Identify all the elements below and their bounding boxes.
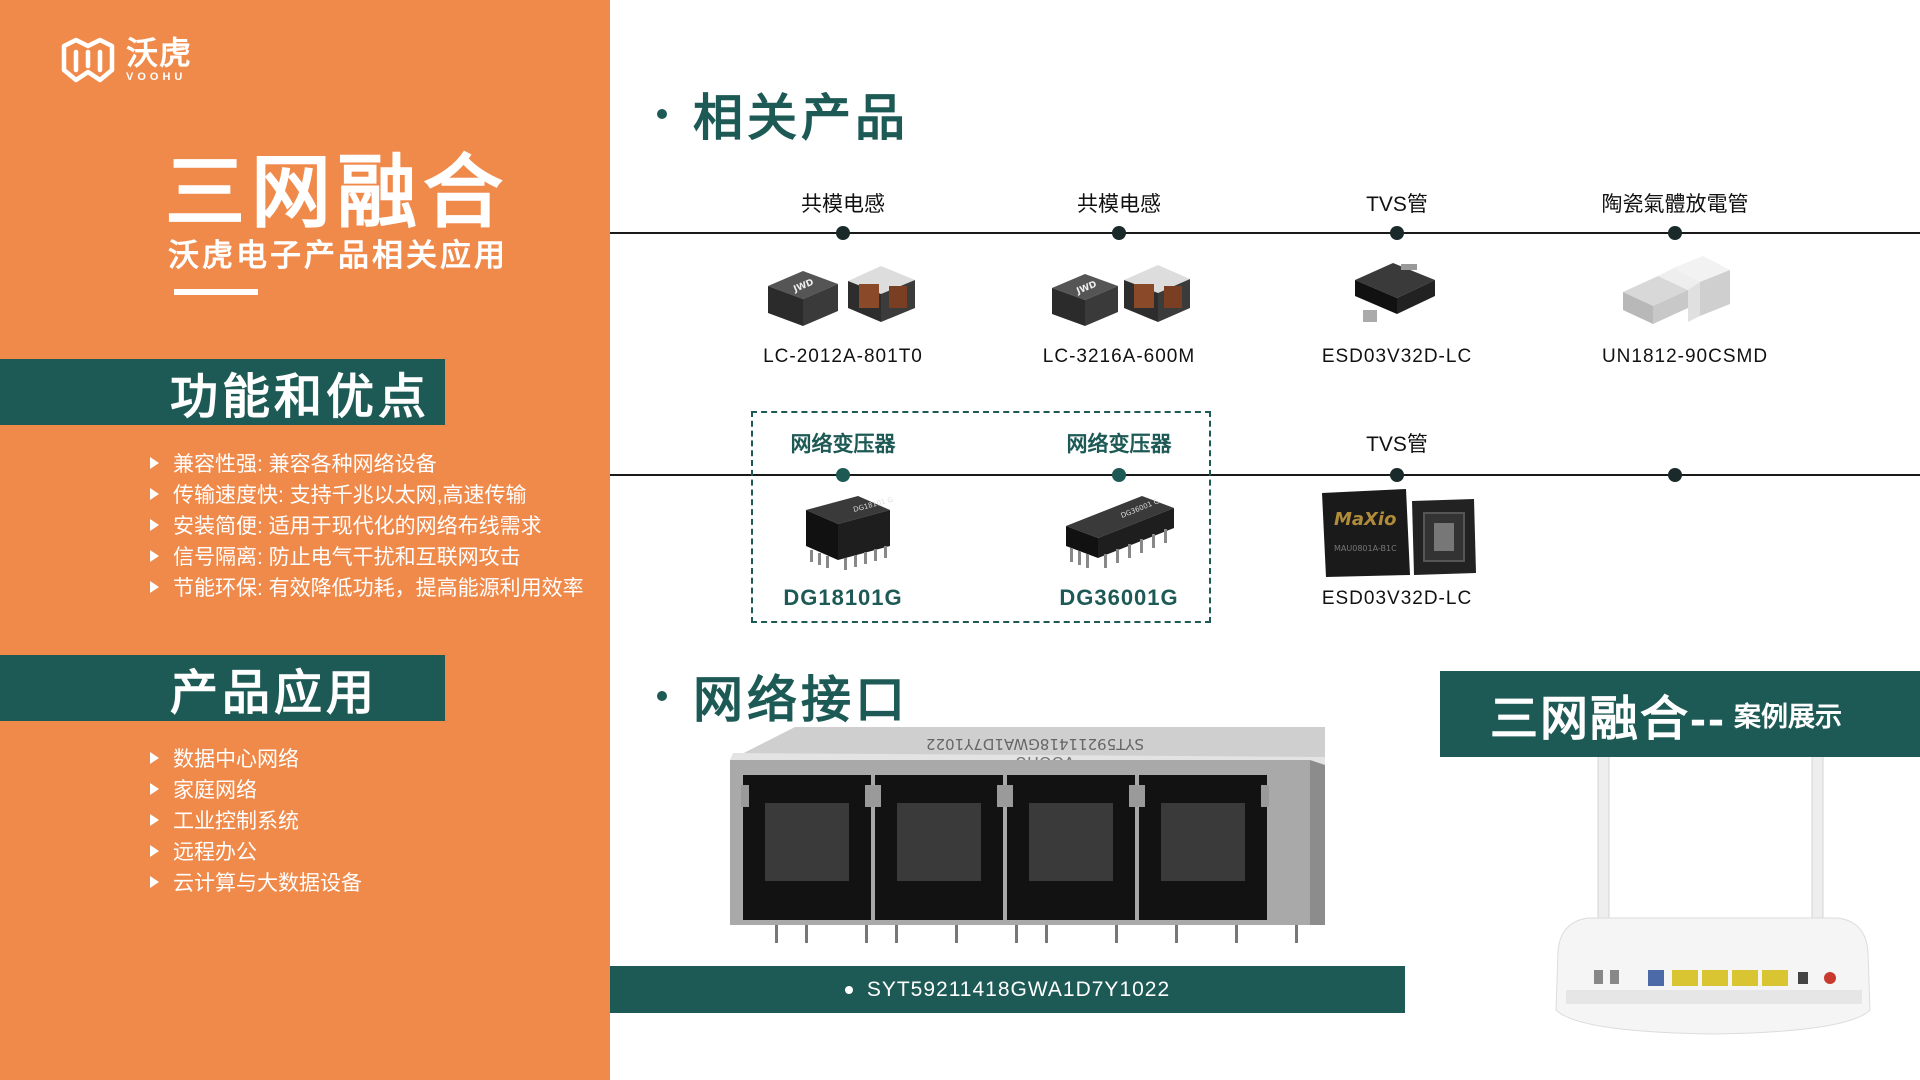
common-mode-choke-image[interactable]: JWD xyxy=(1040,256,1200,334)
left-panel: 沃虎 VOOHU 三网融合 沃虎电子产品相关应用 功能和优点 兼容性强: 兼容各… xyxy=(0,0,610,1080)
feature-item: 安装简便: 适用于现代化的网络布线需求 xyxy=(150,509,584,540)
heading-bullet-icon xyxy=(657,109,667,119)
case-subtitle: 案例展示 xyxy=(1733,701,1842,732)
timeline-row-1 xyxy=(610,232,1920,234)
feature-item: 节能环保: 有效降低功耗，提高能源利用效率 xyxy=(150,571,584,602)
triangle-bullet-icon xyxy=(150,518,159,531)
triangle-bullet-icon xyxy=(150,813,159,826)
product-category-label: 共模电感 xyxy=(1077,193,1161,216)
application-item: 家庭网络 xyxy=(150,773,362,804)
network-transformer-image[interactable]: DG18101 G xyxy=(798,488,898,574)
triangle-bullet-icon xyxy=(150,580,159,593)
feature-item: 信号隔离: 防止电气干扰和互联网攻击 xyxy=(150,540,584,571)
case-showcase-band: 三网融合-- 案例展示 xyxy=(1440,671,1920,757)
brand-name-en: VOOHU xyxy=(126,71,187,83)
svg-text:MAU0801A-B1C: MAU0801A-B1C xyxy=(1334,544,1397,553)
network-interface-heading: 网络接口 xyxy=(657,660,909,732)
features-list: 兼容性强: 兼容各种网络设备 传输速度快: 支持千兆以太网,高速传输 安装简便:… xyxy=(150,447,584,602)
applications-heading: 产品应用 xyxy=(0,655,445,721)
ic-chip-image[interactable]: MaXio MAU0801A-B1C xyxy=(1320,489,1478,581)
hero-title: 三网融合 xyxy=(165,148,509,237)
product-category-label: TVS管 xyxy=(1366,193,1428,216)
common-mode-choke-image[interactable]: JWD xyxy=(763,256,923,334)
tvs-diode-image[interactable] xyxy=(1345,258,1445,328)
product-model: ESD03V32D-LC xyxy=(1321,588,1473,609)
applications-list: 数据中心网络 家庭网络 工业控制系统 远程办公 云计算与大数据设备 xyxy=(150,742,362,897)
triangle-bullet-icon xyxy=(150,751,159,764)
triangle-bullet-icon xyxy=(150,782,159,795)
application-item: 云计算与大数据设备 xyxy=(150,866,362,897)
feature-item: 传输速度快: 支持千兆以太网,高速传输 xyxy=(150,478,584,509)
timeline-node xyxy=(1390,226,1404,240)
timeline-node xyxy=(1668,226,1682,240)
hero-subtitle: 沃虎电子产品相关应用 xyxy=(168,238,508,273)
product-category-label: 陶瓷氣體放電管 xyxy=(1601,193,1749,216)
router-image[interactable] xyxy=(1548,742,1878,1036)
triangle-bullet-icon xyxy=(150,875,159,888)
application-item: 远程办公 xyxy=(150,835,362,866)
bullet-dot-icon xyxy=(844,985,853,994)
triangle-bullet-icon xyxy=(150,456,159,469)
heading-bullet-icon xyxy=(657,691,667,701)
hero-divider xyxy=(174,289,258,295)
application-item: 数据中心网络 xyxy=(150,742,362,773)
product-model: DG36001G xyxy=(1059,585,1179,610)
triangle-bullet-icon xyxy=(150,844,159,857)
product-category-label: 网络变压器 xyxy=(1066,433,1172,456)
brand-name-cn: 沃虎 xyxy=(126,35,193,71)
timeline-node xyxy=(1668,468,1682,482)
features-heading: 功能和优点 xyxy=(0,359,445,425)
product-category-label: 网络变压器 xyxy=(790,433,896,456)
triangle-bullet-icon xyxy=(150,487,159,500)
brand-logo[interactable]: 沃虎 VOOHU xyxy=(58,36,192,84)
triangle-bullet-icon xyxy=(150,549,159,562)
timeline-node xyxy=(1112,468,1126,482)
transformer-group-box xyxy=(751,411,1211,623)
feature-item: 兼容性强: 兼容各种网络设备 xyxy=(150,447,584,478)
timeline-node xyxy=(836,226,850,240)
rj45-connector-image[interactable]: SYT59211418GWA1D7Y1022 VOOHU xyxy=(715,725,1330,947)
product-model: ESD03V32D-LC xyxy=(1321,346,1473,367)
related-products-heading: 相关产品 xyxy=(657,78,909,150)
connector-model-text: SYT59211418GWA1D7Y1022 xyxy=(866,977,1171,1001)
product-model: LC-3216A-600M xyxy=(1042,346,1196,367)
case-title: 三网融合-- xyxy=(1490,693,1726,746)
timeline-node xyxy=(1390,468,1404,482)
svg-text:MaXio: MaXio xyxy=(1334,509,1396,530)
product-model: DG18101G xyxy=(783,585,903,610)
svg-text:SYT59211418GWA1D7Y1022: SYT59211418GWA1D7Y1022 xyxy=(926,735,1144,753)
product-model: LC-2012A-801T0 xyxy=(763,346,923,367)
application-item: 工业控制系统 xyxy=(150,804,362,835)
product-model: UN1812-90CSMD xyxy=(1601,346,1769,367)
product-category-label: TVS管 xyxy=(1366,433,1428,456)
connector-model-bar: SYT59211418GWA1D7Y1022 xyxy=(610,966,1405,1013)
product-category-label: 共模电感 xyxy=(801,193,885,216)
network-transformer-image[interactable]: DG36001 G xyxy=(1062,488,1178,574)
gas-discharge-tube-image[interactable] xyxy=(1618,252,1738,334)
timeline-row-2 xyxy=(610,474,1920,476)
timeline-node xyxy=(1112,226,1126,240)
timeline-node xyxy=(836,468,850,482)
voohu-logo-icon xyxy=(61,37,115,83)
